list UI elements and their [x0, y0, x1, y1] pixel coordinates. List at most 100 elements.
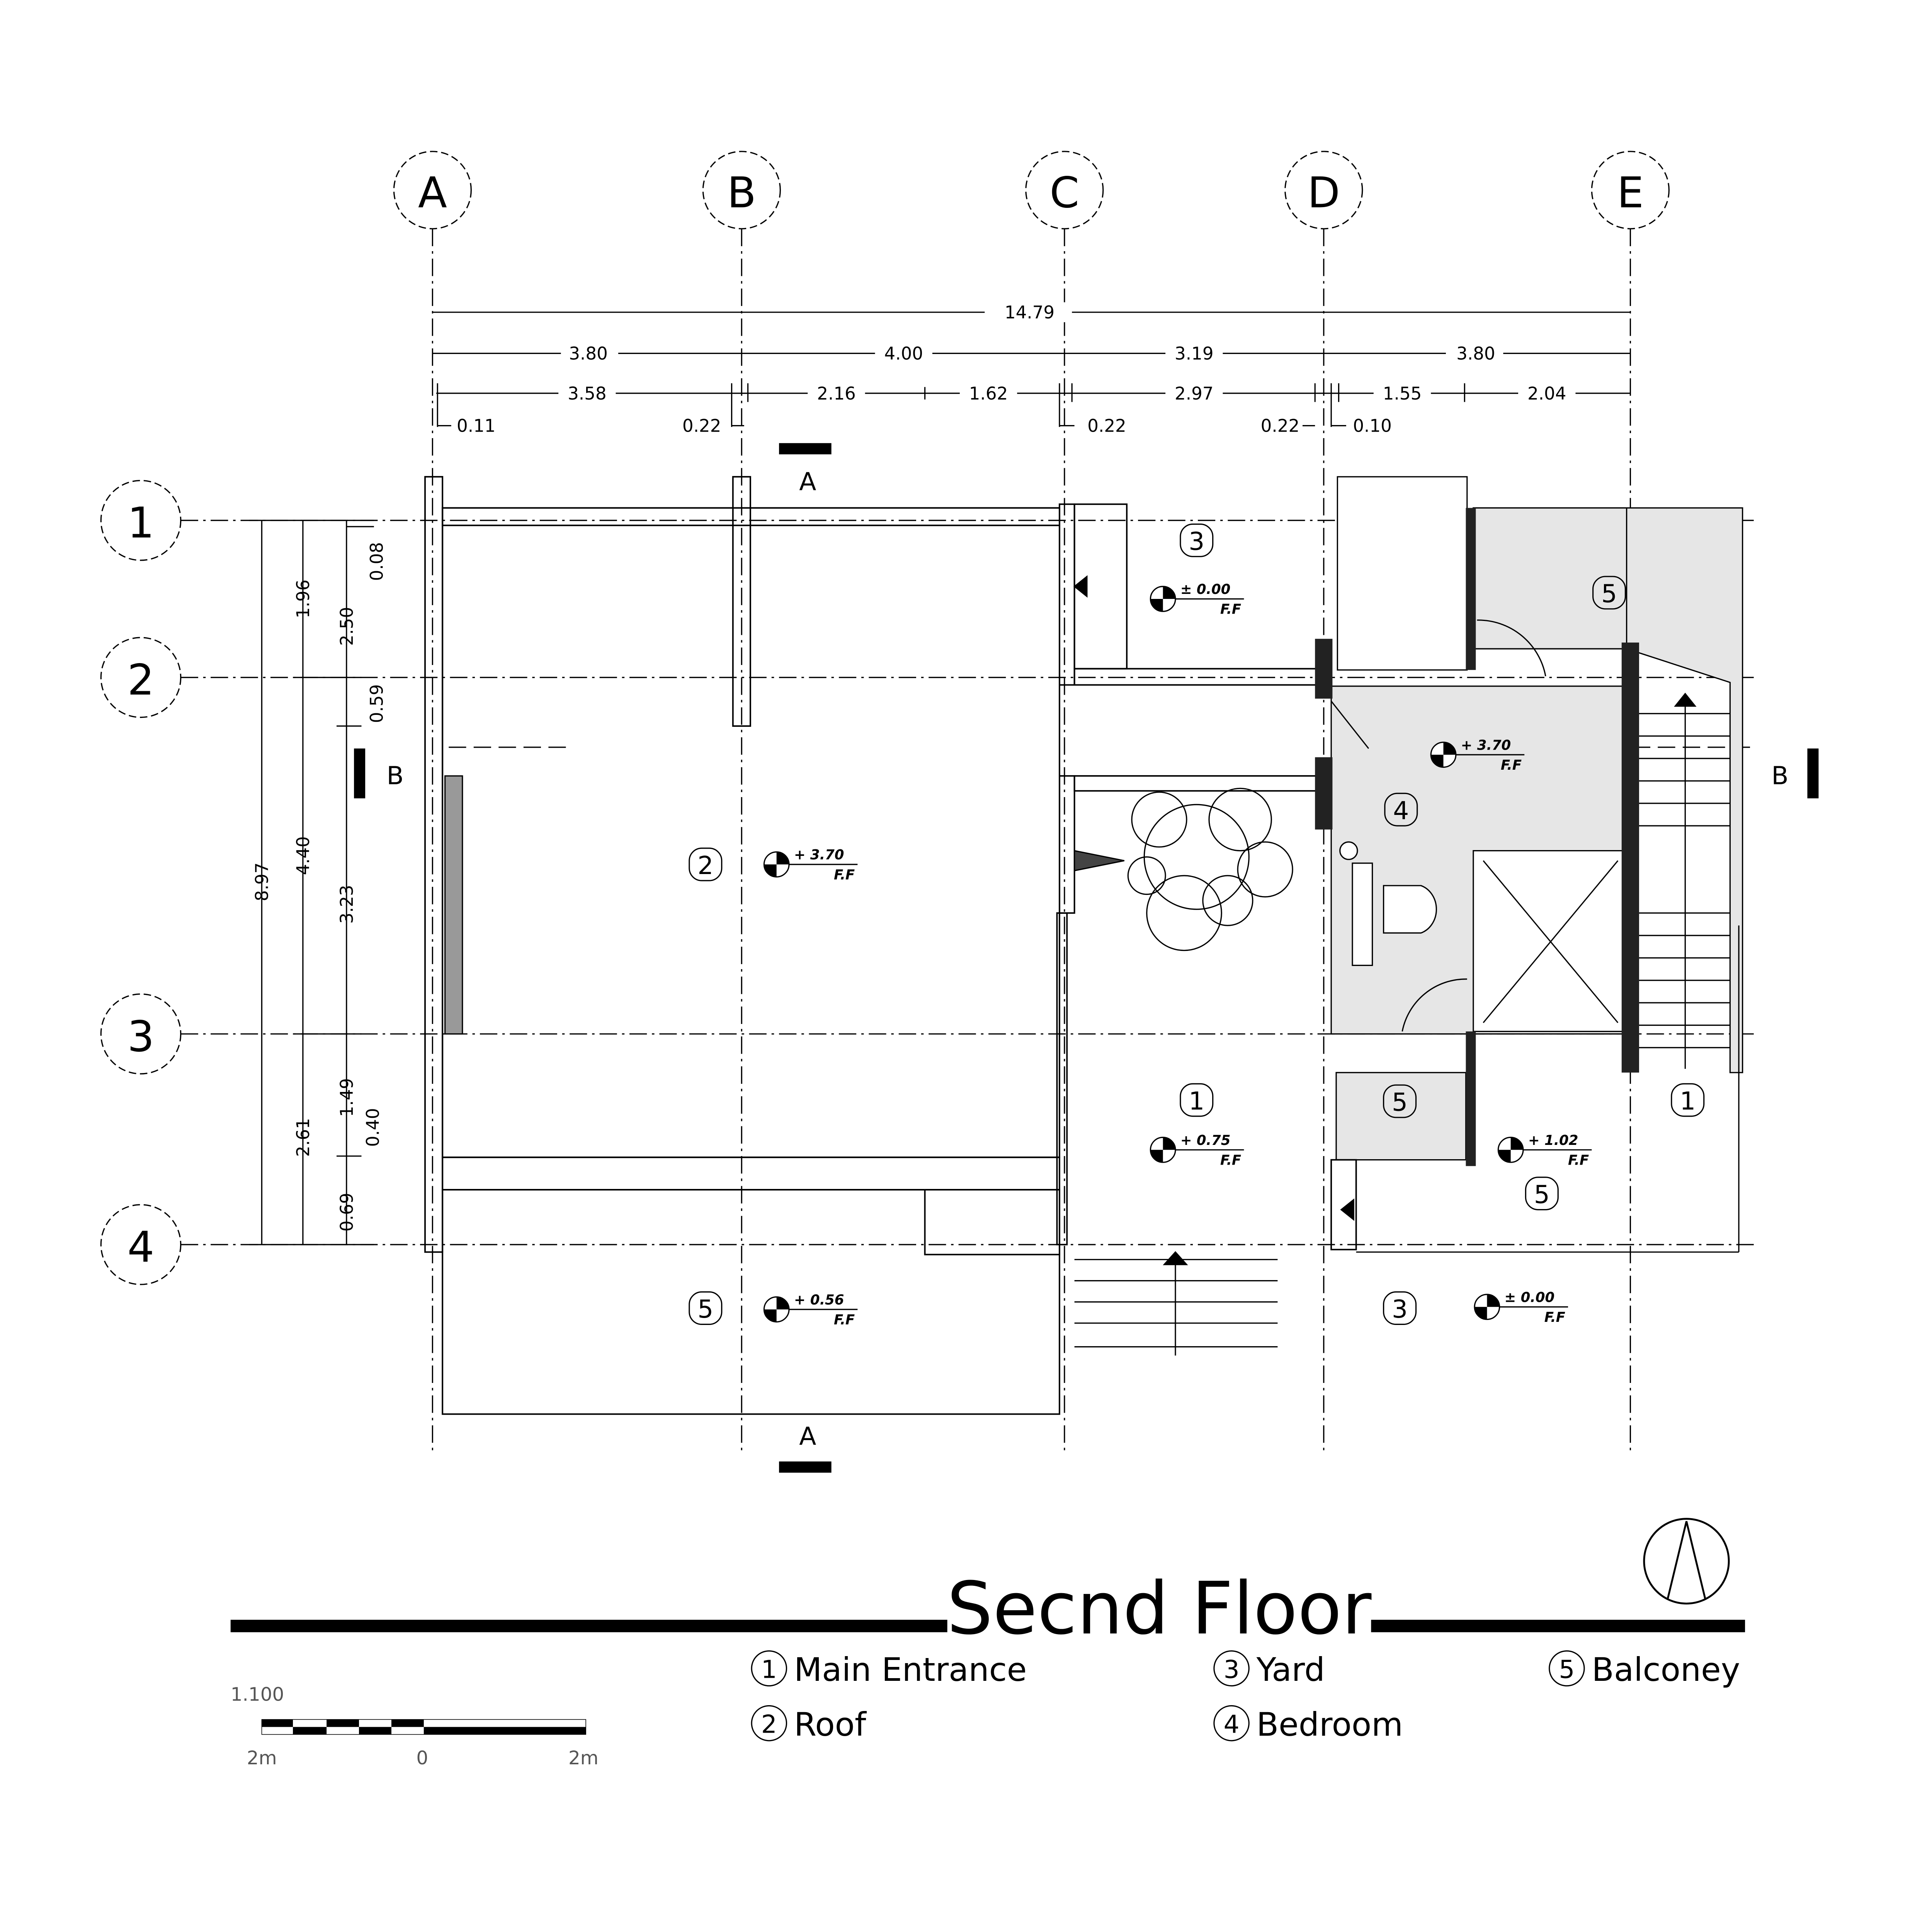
elevation-ff: F.F [1220, 602, 1241, 617]
dim-left-small: 0.40 [363, 1108, 383, 1147]
elevation-value: + 3.70 [794, 847, 844, 863]
scale-left: 2m [247, 1747, 277, 1769]
elevation-value: ± 0.00 [1505, 1289, 1555, 1305]
tree-icon [1074, 787, 1293, 951]
grid-label: 1 [128, 498, 155, 548]
dim-left-bay: 1.96 [293, 580, 313, 619]
grid-label: B [727, 168, 756, 217]
dim-left-detail: 3.23 [337, 885, 357, 924]
legend-item-balconey: 5 Balconey [1549, 1650, 1740, 1689]
grid-label: 2 [128, 655, 155, 705]
room-tag: 5 [1592, 576, 1626, 610]
room-tag-number: 4 [1393, 796, 1409, 825]
top-dimensions: 14.79 3.80 4.00 3.19 3.80 3.58 2.16 1.62… [432, 302, 1631, 436]
elevation-value: + 3.70 [1461, 737, 1511, 753]
elevation-ff: F.F [1568, 1153, 1589, 1168]
scale-bar: 1.100 2m 0 2m [231, 1684, 599, 1769]
legend-number: 5 [1559, 1655, 1575, 1684]
elevation-value: ± 0.00 [1180, 582, 1231, 597]
elevation-markers: ± 0.00F.F + 3.70F.F + 3.70F.F + 0.75F.F … [763, 582, 1592, 1328]
dim-offset: 0.22 [682, 416, 721, 436]
dim-left-detail: 2.50 [337, 607, 357, 646]
elevation-marker: + 1.02F.F [1497, 1133, 1592, 1168]
legend-label: Balconey [1592, 1651, 1740, 1689]
section-a-bottom-label: A [799, 1422, 816, 1451]
legend-item-yard: 3 Yard [1213, 1650, 1325, 1689]
stairs [1073, 575, 1730, 1356]
elevation-ff: F.F [1220, 1153, 1241, 1168]
grid-label: E [1617, 168, 1644, 217]
dim-detail: 1.62 [969, 383, 1008, 404]
elevation-value: + 0.56 [794, 1292, 844, 1308]
dim-detail: 2.97 [1175, 383, 1214, 404]
dim-offset: 0.11 [457, 416, 496, 436]
room-tag: 2 [689, 847, 723, 881]
elevation-value: + 1.02 [1528, 1133, 1578, 1148]
dim-detail: 1.55 [1383, 383, 1422, 404]
room-tag-number: 2 [697, 851, 713, 880]
section-b-left-label: B [386, 762, 403, 791]
elevation-marker: + 3.70F.F [1430, 737, 1525, 773]
room-tag: 1 [1671, 1083, 1705, 1117]
room-tag: 5 [689, 1291, 723, 1325]
dim-bay: 3.80 [569, 344, 608, 364]
dim-bay: 3.19 [1175, 344, 1214, 364]
room-tag: 3 [1180, 523, 1214, 557]
room-tag: 3 [1383, 1291, 1417, 1325]
elevation-ff: F.F [1544, 1310, 1565, 1325]
elevation-marker: + 3.70F.F [763, 847, 858, 883]
grid-label: A [418, 168, 447, 217]
elevation-value: + 0.75 [1180, 1133, 1231, 1148]
dim-left-detail: 1.49 [337, 1078, 357, 1117]
grid-column-d: D [1284, 151, 1363, 1456]
elevation-ff: F.F [1501, 757, 1522, 773]
title-block: Secnd Floor [230, 1566, 1745, 1651]
elevation-marker: + 0.75F.F [1150, 1133, 1244, 1168]
legend-item-roof: 2 Roof [751, 1705, 867, 1743]
dim-detail: 3.58 [568, 383, 607, 404]
room-tag-number: 5 [697, 1295, 713, 1324]
dim-offset: 0.22 [1261, 416, 1300, 436]
dim-left-bay: 2.61 [293, 1118, 313, 1157]
grid-label: 4 [128, 1222, 155, 1272]
legend-number: 1 [761, 1655, 777, 1684]
legend-number: 2 [761, 1710, 777, 1739]
legend-label: Roof [794, 1706, 867, 1743]
room-tag-number: 1 [1680, 1087, 1696, 1116]
scale-right: 2m [568, 1747, 599, 1769]
dim-detail: 2.16 [817, 383, 856, 404]
room-tag: 1 [1180, 1083, 1214, 1117]
scale-mid: 0 [416, 1747, 428, 1769]
grid-label: 3 [128, 1012, 155, 1061]
room-tag-number: 5 [1392, 1088, 1408, 1117]
elevation-marker: ± 0.00F.F [1474, 1289, 1568, 1325]
room-tag: 5 [1383, 1084, 1417, 1118]
dim-left-small: 0.59 [366, 684, 387, 723]
elevation-ff: F.F [834, 867, 855, 883]
dim-overall: 14.79 [1005, 302, 1054, 323]
dim-offset: 0.10 [1353, 416, 1392, 436]
room-tag: 5 [1525, 1177, 1559, 1211]
legend-label: Yard [1256, 1651, 1325, 1689]
left-dimensions: 8.97 1.96 4.40 2.61 2.50 3.23 1.49 0.69 … [249, 520, 387, 1245]
section-b-right-label: B [1771, 762, 1788, 791]
dim-left-overall: 8.97 [252, 862, 272, 901]
room-tag-number: 1 [1189, 1087, 1204, 1116]
elevation-marker: + 0.56F.F [763, 1292, 858, 1328]
legend-number: 3 [1224, 1655, 1240, 1684]
scale-ratio: 1.100 [231, 1684, 284, 1706]
dim-left-bay: 4.40 [293, 836, 313, 875]
room-tag-number: 3 [1189, 527, 1204, 556]
north-arrow-icon [1643, 1518, 1730, 1605]
grid-label: C [1050, 168, 1080, 217]
grid-label: D [1308, 168, 1340, 217]
dim-detail: 2.04 [1527, 383, 1566, 404]
legend-label: Bedroom [1257, 1706, 1403, 1743]
dim-left-detail: 0.69 [337, 1193, 357, 1232]
grid-column-a: A [393, 151, 472, 1456]
plan-walls [424, 476, 1743, 1415]
